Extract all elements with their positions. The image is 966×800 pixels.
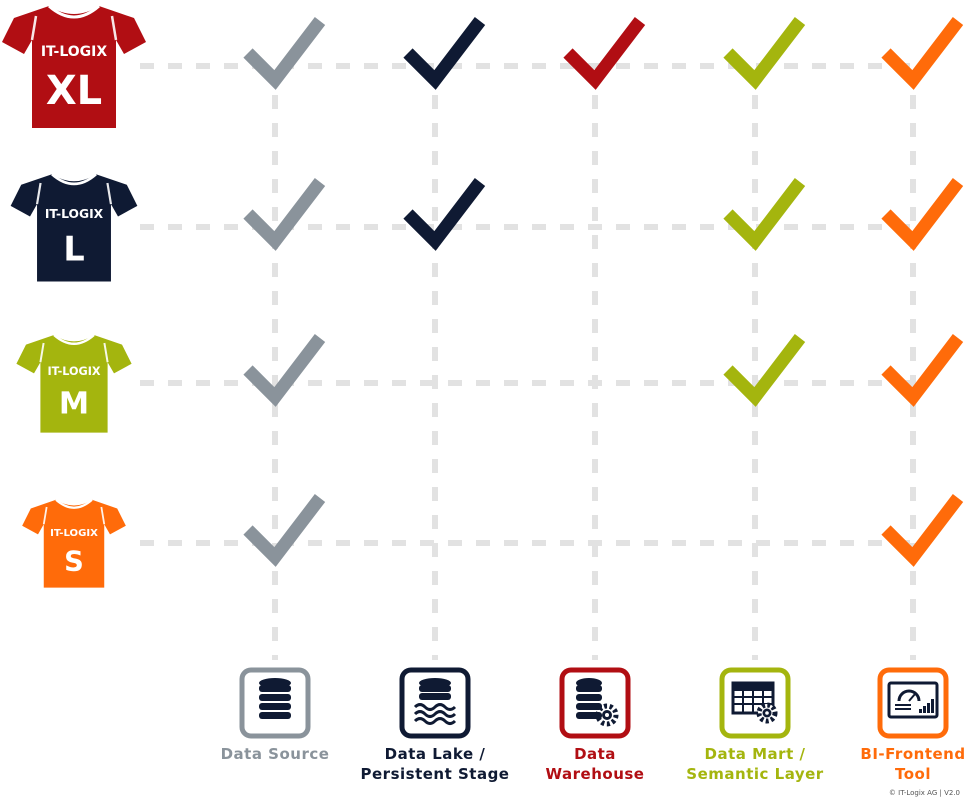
tshirt-size-label: XL — [46, 68, 102, 114]
tshirt-size-label: S — [64, 546, 84, 577]
layer-label-line1: Data — [574, 745, 616, 763]
layer-label-line2: Warehouse — [545, 765, 645, 783]
grid-lines — [140, 63, 930, 660]
db-layer — [576, 703, 602, 710]
gear-icon — [595, 703, 619, 727]
gear-icon — [756, 702, 778, 724]
collar-line — [48, 4, 100, 19]
check-mark-icon — [723, 17, 806, 90]
layer-label-line2: Persistent Stage — [360, 765, 510, 783]
tshirt-m: IT-LOGIX M — [16, 334, 132, 433]
tshirt-brand: IT-LOGIX — [41, 44, 108, 60]
db-layer — [419, 693, 451, 700]
gauge-arc — [897, 689, 921, 702]
database-gear-icon — [559, 667, 631, 739]
gauge-needle — [908, 693, 916, 702]
tshirt-icon — [10, 174, 138, 282]
check-mark-icon — [243, 178, 326, 251]
db-layer — [259, 703, 291, 710]
bar-icon — [927, 703, 930, 713]
table-header — [733, 683, 773, 689]
collar-line — [55, 498, 93, 509]
tshirt-s: IT-LOGIX S — [22, 498, 126, 588]
tshirt-l: IT-LOGIX L — [10, 173, 138, 282]
icon-frame — [877, 667, 949, 739]
sleeve-seam — [35, 182, 113, 205]
db-layer — [419, 685, 451, 692]
check-mark-icon — [723, 334, 806, 407]
bar-icon — [919, 709, 922, 713]
collar-line — [51, 173, 97, 186]
monitor-icon — [887, 681, 939, 719]
db-layer — [259, 712, 291, 719]
check-mark-icon — [403, 17, 486, 90]
tshirt-brand: IT-LOGIX — [45, 207, 104, 221]
check-mark-icon — [723, 178, 806, 251]
layer-label: Data Source — [185, 744, 365, 764]
check-mark-icon — [881, 17, 964, 90]
dashboard-icon — [877, 667, 949, 739]
wave-line — [413, 710, 457, 718]
tshirt-brand: IT-LOGIX — [50, 528, 98, 539]
wave-line — [413, 703, 457, 711]
check-mark-icon — [563, 17, 646, 90]
tshirt-size-label: M — [59, 386, 89, 421]
tshirt-xl: IT-LOGIX XL — [2, 4, 146, 128]
check-mark-icon — [403, 178, 486, 251]
layer-label-line1: Data Source — [220, 745, 330, 763]
gear-center — [765, 711, 769, 715]
database-icon — [239, 667, 311, 739]
tshirt-sizes: IT-LOGIX XL IT-LOGIX L IT-LOGIX M IT-LOGIX S — [2, 4, 146, 588]
table-gear-icon — [719, 667, 791, 739]
sleeve-seam — [30, 15, 118, 41]
bar-icon — [931, 699, 934, 713]
layer-label: Data Mart / Semantic Layer — [665, 744, 845, 784]
db-layer — [259, 685, 291, 692]
bar-icon — [923, 706, 926, 713]
layer-label: Data Lake / Persistent Stage — [345, 744, 525, 784]
sleeve-seam — [42, 506, 106, 525]
db-layer — [576, 685, 602, 692]
tshirt-icon — [16, 335, 132, 433]
check-mark-icon — [881, 178, 964, 251]
layer-label-line1: BI-Frontend — [860, 745, 966, 763]
db-layer — [576, 712, 602, 719]
copyright-text: © IT-Logix AG | V2.0 — [888, 789, 960, 797]
db-layer — [259, 694, 291, 701]
layer-label-line2: Tool — [895, 765, 931, 783]
check-marks — [243, 17, 964, 567]
gear-center — [605, 713, 609, 717]
check-mark-icon — [243, 334, 326, 407]
collar-line — [53, 334, 95, 345]
sleeve-seam — [39, 342, 109, 363]
check-mark-icon — [881, 494, 964, 567]
layer-label-line1: Data Lake / — [384, 745, 486, 763]
tshirt-icon — [2, 6, 146, 128]
data-lake-icon — [399, 667, 471, 739]
tshirt-brand: IT-LOGIX — [47, 365, 100, 378]
check-mark-icon — [243, 494, 326, 567]
wave-line — [413, 717, 457, 725]
tshirt-icon — [22, 499, 126, 588]
check-mark-icon — [881, 334, 964, 407]
layer-label-line2: Semantic Layer — [686, 765, 824, 783]
check-mark-icon — [243, 17, 326, 90]
db-layer — [576, 694, 602, 701]
layer-label-line1: Data Mart / — [704, 745, 806, 763]
layer-icons — [239, 667, 949, 739]
tshirt-size-label: L — [63, 229, 84, 268]
